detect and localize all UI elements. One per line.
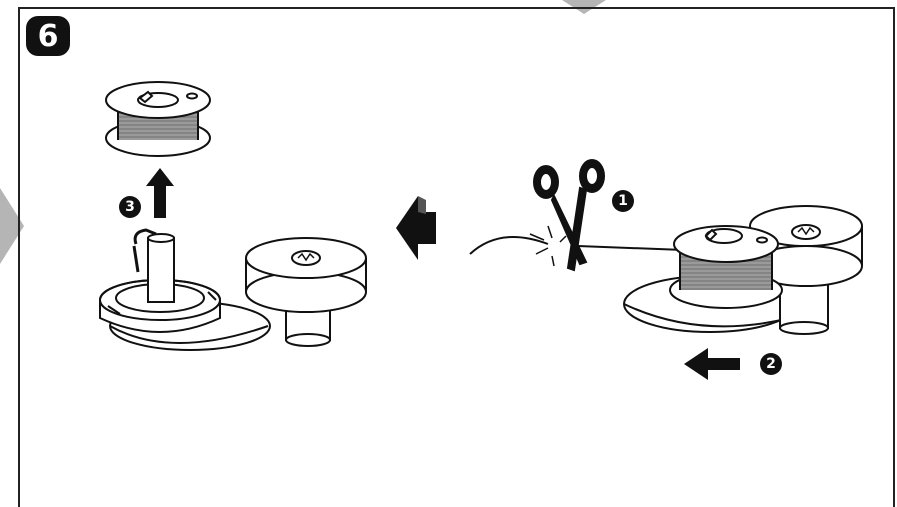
scissors-icon bbox=[533, 159, 605, 272]
marker-1: 1 bbox=[612, 190, 634, 212]
bobbin-on-winder-icon bbox=[623, 205, 863, 335]
instruction-panel bbox=[18, 7, 895, 507]
arrow-left-icon bbox=[396, 196, 436, 260]
removed-bobbin-icon bbox=[105, 81, 211, 157]
cut-thread-icon bbox=[469, 225, 685, 267]
marker-2: 2 bbox=[760, 353, 782, 375]
arrow-up-icon bbox=[146, 168, 174, 218]
marker-3: 3 bbox=[119, 196, 141, 218]
arrow-left-small-icon bbox=[684, 348, 740, 380]
bobbin-winder-spindle-icon bbox=[99, 228, 271, 351]
step-number-badge: 6 bbox=[26, 16, 70, 56]
bobbin-stopper-icon bbox=[245, 237, 367, 347]
